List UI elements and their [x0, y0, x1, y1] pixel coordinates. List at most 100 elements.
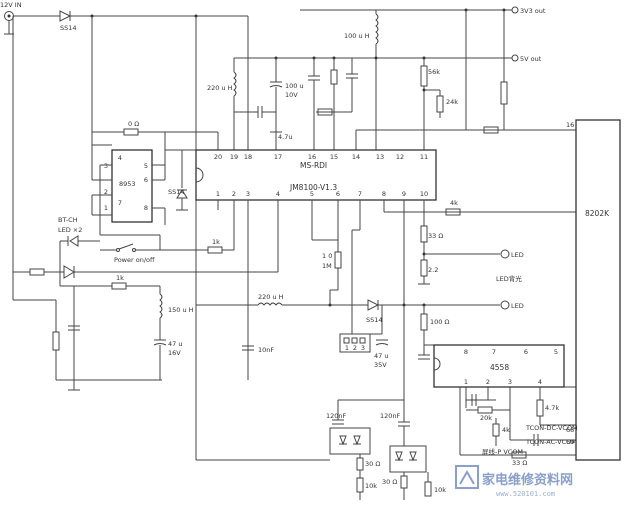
resistor-1k-left	[29, 268, 45, 276]
inductor-150uh	[159, 293, 163, 319]
label-pin16-right: 16	[566, 121, 574, 129]
label-0ohm: 0 Ω	[128, 120, 139, 128]
inductor-100uh	[375, 13, 379, 45]
chip-label-jm8100: JM8100-V1.3	[289, 183, 337, 192]
ic4558-pin-bottom-2: 2	[486, 378, 490, 386]
chip-pin-top-20: 20	[214, 153, 222, 161]
label-led-2: LED	[511, 302, 524, 310]
label-33ohm-a: 33 Ω	[428, 232, 443, 240]
chip-pin-bottom-5: 5	[310, 190, 314, 198]
chip-pin-top-11: 11	[420, 153, 428, 161]
label-4k-b: 4k	[502, 426, 510, 434]
label-47u-35v: 47 u	[374, 352, 388, 360]
label-1k-left: 1k	[116, 274, 124, 282]
resistor-33ohm-b	[511, 451, 527, 459]
label-120nf-b: 120nF	[380, 412, 401, 420]
label-4-7k: 4.7k	[545, 404, 559, 412]
label-tcon-ac-vcom: TCON-AC-VCOM	[525, 438, 577, 446]
resistor-1k	[207, 246, 223, 254]
label-16v: 16V	[168, 349, 181, 357]
label-1m: 1M	[322, 262, 332, 270]
resistor-4-7k	[536, 399, 544, 417]
led-bt-ch	[67, 235, 79, 247]
label-10k-a: 10k	[365, 482, 377, 490]
chip-pin-bottom-8: 8	[382, 190, 386, 198]
resistor-24k	[436, 95, 444, 113]
label-47u: 47 u	[168, 340, 182, 348]
label-10k-b: 10k	[434, 486, 446, 494]
chip-pin-top-17: 17	[274, 153, 282, 161]
label-ss14-top: SS14	[60, 24, 77, 32]
label-35v: 35V	[374, 361, 387, 369]
chip-pin-bottom-3: 3	[246, 190, 250, 198]
power-button-switch	[116, 243, 136, 252]
label-led-backlight: LED背光	[496, 274, 522, 283]
chip-pin-top-19: 19	[230, 153, 238, 161]
label-tcon-dc-vcom: TCON-DC-VCOM	[525, 424, 578, 432]
connector-led-2	[500, 300, 510, 310]
ic4558-pin-bottom-4: 4	[538, 378, 542, 386]
ic8953-pin-5: 5	[144, 162, 148, 170]
chip-pin-bottom-9: 9	[402, 190, 406, 198]
watermark-logo	[455, 465, 479, 489]
ic4558-pin-top-8: 8	[464, 348, 468, 356]
label-4-7u: 4.7u	[278, 133, 292, 141]
label-4k-a: 4k	[450, 199, 458, 207]
label-30ohm-a: 30 Ω	[365, 460, 380, 468]
chip-pin-top-12: 12	[396, 153, 404, 161]
label-100ohm: 100 Ω	[430, 318, 449, 326]
chip-pin-bottom-7: 7	[358, 190, 362, 198]
ic-4558	[433, 344, 565, 388]
ic8953-pin-3: 3	[104, 162, 108, 170]
label-100uh: 100 u H	[344, 32, 370, 40]
inductor-220uh-top	[233, 71, 237, 97]
label-ss14-mid: SS14	[168, 188, 185, 196]
header-pin-1: 1	[345, 344, 349, 352]
resistor-0ohm	[123, 128, 139, 136]
chip-pin-top-13: 13	[376, 153, 384, 161]
label-ic-8953: 8953	[119, 180, 136, 188]
chip-pin-top-16: 16	[308, 153, 316, 161]
resistor-56k	[420, 65, 428, 87]
label-33ohm-b: 33 Ω	[512, 459, 527, 467]
label-pin-69: 69	[566, 438, 574, 446]
resistor-1m	[334, 251, 342, 269]
ic8953-pin-6: 6	[144, 176, 148, 184]
label-24k: 24k	[446, 98, 458, 106]
ic8953-pin-4: 4	[118, 154, 122, 162]
header-3pin	[339, 333, 371, 353]
label-3v3-out: 3V3 out	[520, 7, 546, 15]
ic8953-pin-1: 1	[104, 204, 108, 212]
chip-pin-top-14: 14	[352, 153, 360, 161]
label-150uh: 150 u H	[168, 306, 194, 314]
label-5v-out: 5V out	[520, 55, 542, 63]
label-220uh-mid: 220 u H	[258, 293, 284, 301]
ic4558-pin-bottom-3: 3	[508, 378, 512, 386]
resistor-1k-b	[111, 282, 127, 290]
diode-ss14-bottom	[367, 299, 380, 311]
chip-pin-top-15: 15	[330, 153, 338, 161]
ic8953-pin-7: 7	[118, 199, 122, 207]
label-power-onoff: Power on/off	[114, 256, 155, 264]
led-indicator	[63, 265, 75, 279]
label-120nf-a: 120nF	[326, 412, 347, 420]
chip-pin-bottom-1: 1	[216, 190, 220, 198]
resistor-10k-a	[356, 477, 364, 493]
resistor-33ohm-a	[420, 225, 428, 243]
label-ss14-bot: SS14	[366, 316, 383, 324]
bridge-rectifier-b	[389, 445, 427, 473]
label-ic-4558: 4558	[490, 363, 509, 372]
label-100u: 100 u	[285, 82, 304, 90]
label-led-1: LED	[511, 251, 524, 259]
label-10: 1 0	[322, 252, 332, 260]
label-30ohm-b: 30 Ω	[382, 478, 397, 486]
resistor-4k-b	[492, 423, 500, 437]
inductor-220uh-mid	[257, 302, 283, 306]
resistor-10k-b	[424, 481, 432, 497]
watermark-url: www.520101.com	[496, 490, 555, 498]
